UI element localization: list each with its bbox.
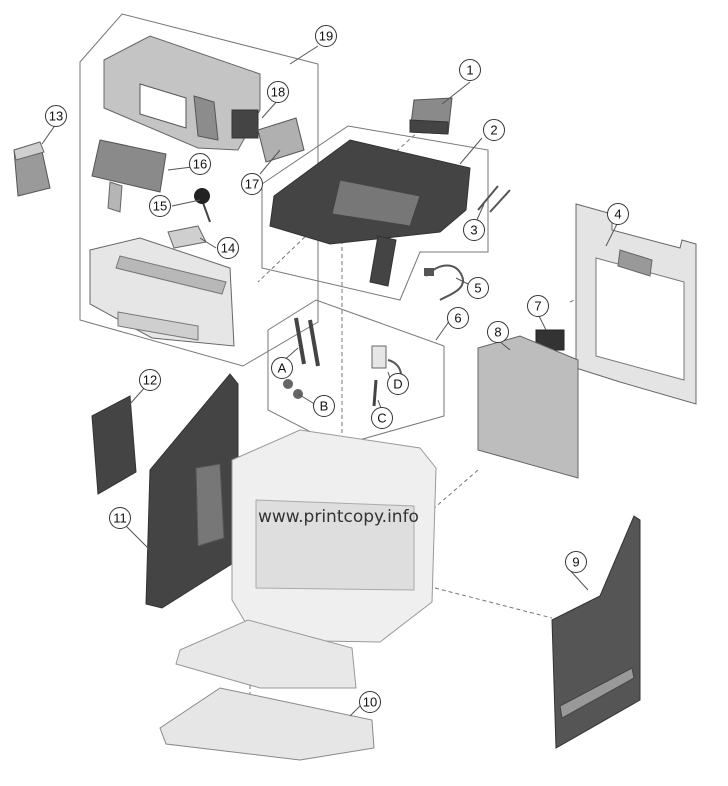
callout-15: 15 bbox=[149, 195, 171, 217]
callout-label: C bbox=[377, 411, 386, 426]
part-11-left-cover bbox=[145, 373, 239, 609]
part-15-knob bbox=[194, 188, 211, 223]
callout-label: A bbox=[278, 361, 287, 376]
callout-c: C bbox=[371, 407, 393, 429]
group-19-outline bbox=[79, 13, 319, 367]
callout-label: 11 bbox=[113, 511, 127, 526]
callout-circle bbox=[149, 195, 171, 217]
part-14-bracket bbox=[167, 225, 207, 249]
main-chassis bbox=[175, 429, 437, 689]
callout-circle bbox=[241, 173, 263, 195]
part-6-hardware bbox=[283, 317, 402, 407]
callout-label: 1 bbox=[466, 63, 473, 78]
part-10-tray bbox=[159, 687, 375, 761]
callout-7: 7 bbox=[527, 295, 549, 317]
callout-5: 5 bbox=[467, 277, 489, 299]
callout-circle bbox=[109, 507, 131, 529]
operator-panel-base bbox=[89, 237, 235, 347]
callout-circle bbox=[447, 307, 469, 329]
callout-circle bbox=[217, 237, 239, 259]
group-6-outline bbox=[267, 299, 445, 447]
callout-circle bbox=[467, 277, 489, 299]
callout-19: 19 bbox=[315, 25, 337, 47]
callout-circle bbox=[371, 407, 393, 429]
callout-label: D bbox=[393, 377, 402, 392]
callout-17: 17 bbox=[241, 173, 263, 195]
part-8-shield bbox=[477, 335, 579, 479]
callout-9: 9 bbox=[565, 551, 587, 573]
watermark-text: www.printcopy.info bbox=[258, 507, 419, 527]
callout-circle bbox=[359, 691, 381, 713]
callout-leaders bbox=[41, 45, 619, 717]
callout-8: 8 bbox=[487, 321, 509, 343]
callout-circle bbox=[527, 295, 549, 317]
part-16-display bbox=[91, 139, 167, 213]
callout-label: 19 bbox=[319, 29, 333, 44]
callout-1: 1 bbox=[459, 59, 481, 81]
callout-label: 18 bbox=[271, 85, 285, 100]
callout-label: 6 bbox=[454, 311, 461, 326]
part-3-springs bbox=[477, 185, 511, 213]
callout-label: 3 bbox=[470, 223, 477, 238]
callout-circle bbox=[463, 219, 485, 241]
part-9-right-cover bbox=[551, 515, 641, 749]
callout-b: B bbox=[313, 395, 335, 417]
callout-12: 12 bbox=[139, 369, 161, 391]
callout-circle bbox=[483, 119, 505, 141]
callout-label: 15 bbox=[153, 199, 167, 214]
callout-circle bbox=[487, 321, 509, 343]
callout-label: 10 bbox=[363, 695, 377, 710]
part-1-cover bbox=[409, 97, 453, 135]
callout-a: A bbox=[271, 357, 293, 379]
callout-16: 16 bbox=[189, 153, 211, 175]
callout-circle bbox=[139, 369, 161, 391]
callout-circle bbox=[387, 373, 409, 395]
callout-10: 10 bbox=[359, 691, 381, 713]
callout-2: 2 bbox=[483, 119, 505, 141]
callout-label: 5 bbox=[474, 281, 481, 296]
callout-14: 14 bbox=[217, 237, 239, 259]
part-12-cover bbox=[91, 395, 137, 495]
part-4-rear-frame bbox=[575, 203, 697, 405]
callout-d: D bbox=[387, 373, 409, 395]
callout-label: 13 bbox=[49, 109, 63, 124]
callout-circle bbox=[45, 105, 67, 127]
part-5-cable bbox=[425, 264, 465, 301]
callout-circle bbox=[459, 59, 481, 81]
callout-circle bbox=[565, 551, 587, 573]
callout-13: 13 bbox=[45, 105, 67, 127]
part-17-board bbox=[257, 117, 305, 163]
callout-circle bbox=[313, 395, 335, 417]
callout-label: B bbox=[320, 399, 329, 414]
callout-circle bbox=[607, 203, 629, 225]
callout-circle bbox=[267, 81, 289, 103]
callout-circle bbox=[271, 357, 293, 379]
callout-label: 2 bbox=[490, 123, 497, 138]
part-2-frame bbox=[269, 139, 471, 287]
callout-4: 4 bbox=[607, 203, 629, 225]
callout-label: 12 bbox=[143, 373, 157, 388]
callout-label: 14 bbox=[221, 241, 235, 256]
callout-11: 11 bbox=[109, 507, 131, 529]
group-2-outline bbox=[261, 125, 489, 301]
callout-label: 7 bbox=[534, 299, 541, 314]
callout-label: 9 bbox=[572, 555, 579, 570]
part-18-keypad bbox=[231, 109, 259, 139]
callout-label: 8 bbox=[494, 325, 501, 340]
callout-6: 6 bbox=[447, 307, 469, 329]
callout-circle bbox=[315, 25, 337, 47]
callout-label: 17 bbox=[245, 177, 259, 192]
callout-18: 18 bbox=[267, 81, 289, 103]
callout-label: 4 bbox=[614, 207, 621, 222]
callout-circle bbox=[189, 153, 211, 175]
part-19-top-cover bbox=[103, 35, 261, 151]
callout-label: 16 bbox=[193, 157, 207, 172]
callout-3: 3 bbox=[463, 219, 485, 241]
